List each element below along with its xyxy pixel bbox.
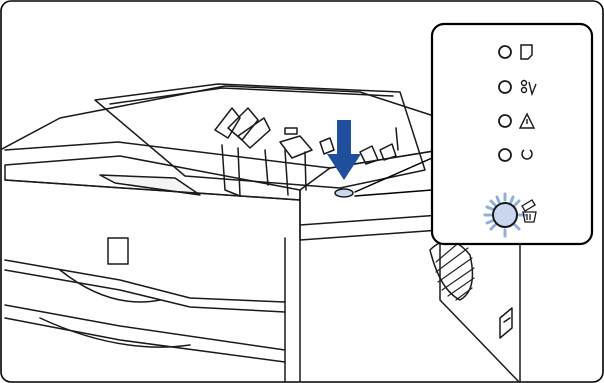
indicator-lamp xyxy=(499,149,511,161)
indicator-lamp xyxy=(499,81,511,93)
printer-reset-button xyxy=(335,189,353,197)
reset-button[interactable] xyxy=(493,203,517,227)
control-panel-callout xyxy=(432,24,592,244)
indicator-lamp xyxy=(499,115,511,127)
indicator-lamp xyxy=(499,46,511,58)
